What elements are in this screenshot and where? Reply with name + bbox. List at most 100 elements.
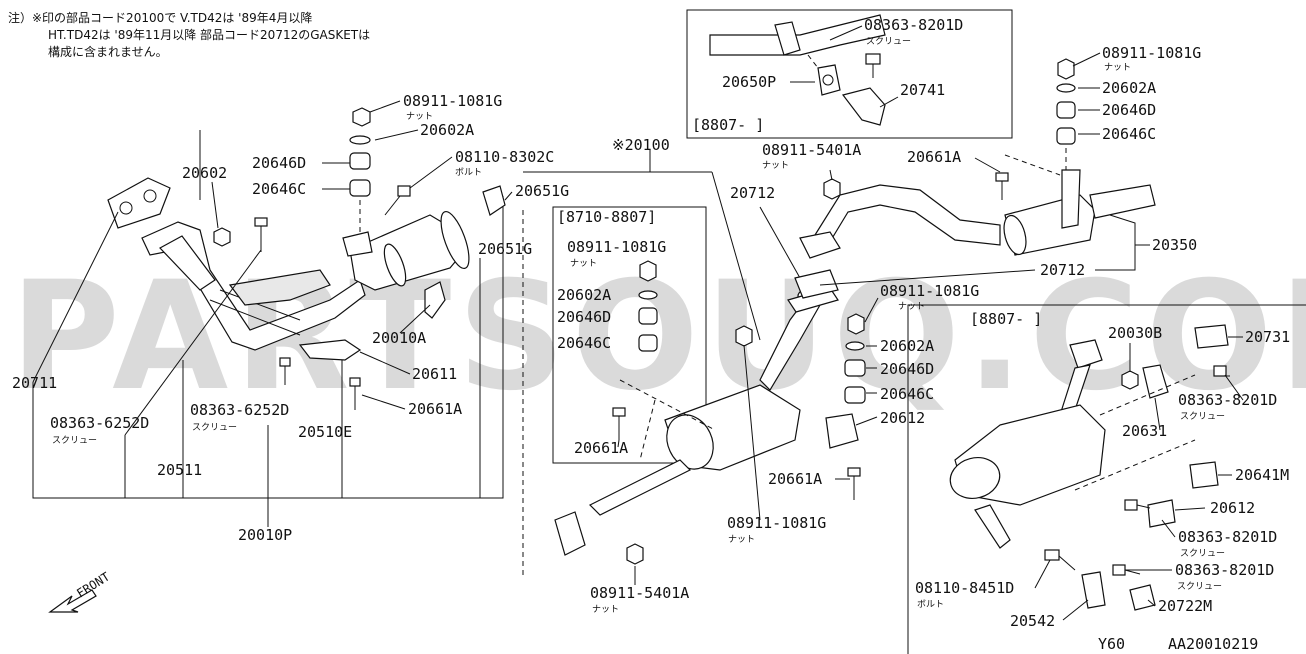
hanger-20641m (1189, 461, 1219, 489)
front-pipe (141, 221, 366, 351)
sub-nut-r: ナット (1104, 62, 1131, 73)
label-20646d-c: 20646D (880, 360, 934, 378)
label-20661a-mid: 20661A (574, 439, 628, 457)
label-20646d-mid: 20646D (557, 308, 611, 326)
labels: 08911-1081G ナット 20602A 20646D 20646C 206… (12, 16, 1290, 653)
sub-screw-r1: スクリュー (1180, 411, 1225, 422)
label-20731: 20731 (1245, 328, 1290, 346)
label-20646d-left: 20646D (252, 154, 306, 172)
inset-top-range: [8807- ] (692, 116, 764, 134)
sub-nut-d: ナット (728, 534, 755, 545)
label-08911-5401a-top: 08911-5401A (762, 141, 861, 159)
label-20631: 20631 (1122, 422, 1167, 440)
label-20602a-top: 20602A (420, 121, 474, 139)
bracket-20612-r (1147, 499, 1176, 528)
stack-mid (612, 260, 658, 440)
sub-screw-r2: スクリュー (1180, 548, 1225, 559)
label-20661a-a: 20661A (408, 400, 462, 418)
label-20010a: 20010A (372, 329, 426, 347)
sub-screw-top: スクリュー (866, 36, 911, 47)
label-20350: 20350 (1152, 236, 1197, 254)
bolt-20661a-left (349, 377, 361, 410)
label-20602a-c: 20602A (880, 337, 934, 355)
sub-screw-b: スクリュー (192, 422, 237, 433)
sub-bolt-r: ボルト (917, 599, 944, 610)
inset-right-pipe (949, 339, 1106, 549)
label-20651g-b: 20651G (478, 240, 532, 258)
label-08911-1081g-d: 08911-1081G (727, 514, 826, 532)
note-line-2: HT.TD42は '89年11月以降 部品コード20712のGASKETは (48, 27, 370, 42)
hanger-20650p (817, 64, 841, 96)
label-20511: 20511 (157, 461, 202, 479)
inset-right-frame (907, 304, 1306, 654)
inset-top-box (686, 9, 1013, 139)
bolt-08110-8451d (1044, 549, 1076, 571)
watermark: PARTSOUQ.COM (10, 250, 1306, 424)
heat-shield (228, 269, 331, 306)
label-20100: ※20100 (612, 136, 670, 154)
nut-20030b (1121, 370, 1139, 390)
label-20651g-a: 20651G (515, 182, 569, 200)
label-08911-1081g-r: 08911-1081G (1102, 44, 1201, 62)
label-20712-a: 20712 (730, 184, 775, 202)
bracket-20741 (841, 87, 886, 126)
bolt-08110-8302c (384, 185, 411, 216)
stack-c (844, 313, 866, 404)
label-20722m: 20722M (1158, 597, 1212, 615)
label-20602: 20602 (182, 164, 227, 182)
gasket-20712 (794, 231, 841, 299)
bracket-20722m (1129, 584, 1156, 611)
label-08911-1081g-mid: 08911-1081G (567, 238, 666, 256)
label-20711: 20711 (12, 374, 57, 392)
label-20661a-r: 20661A (907, 148, 961, 166)
screw-08363-top (865, 53, 881, 78)
label-20661a-c: 20661A (768, 470, 822, 488)
label-08363-8201d-r3: 08363-8201D (1175, 561, 1274, 579)
label-20602a-mid: 20602A (557, 286, 611, 304)
label-20646d-r: 20646D (1102, 101, 1156, 119)
label-08363-8201d-top: 08363-8201D (864, 16, 963, 34)
label-08363-8201d-r2: 08363-8201D (1178, 528, 1277, 546)
screw-08363-b (279, 357, 291, 385)
inset-mid-range: [8710-8807] (557, 208, 656, 226)
bolt-20661a-c (847, 467, 861, 500)
label-08363-6252d-a: 08363-6252D (50, 414, 149, 432)
note-line-1: 注）※印の部品コード20100で V.TD42は '89年4月以降 (8, 10, 312, 25)
stack-left (349, 107, 371, 197)
nut-08911-1081g-d (735, 325, 753, 347)
label-20611: 20611 (412, 365, 457, 383)
label-20641m: 20641M (1235, 466, 1289, 484)
flange-gasket-left (482, 185, 506, 216)
label-20712-b: 20712 (1040, 261, 1085, 279)
screw-08363-r2 (1124, 499, 1151, 511)
label-20650p: 20650P (722, 73, 776, 91)
nut-08911-5401a-top (823, 178, 841, 200)
label-20602a-r: 20602A (1102, 79, 1156, 97)
inset-mid-box (552, 206, 707, 464)
front-arrow-icon (48, 589, 97, 613)
sub-nut-c: ナット (762, 160, 789, 171)
bracket-20611 (342, 231, 373, 257)
label-08110-8302c: 08110-8302C (455, 148, 554, 166)
bracket-20612-mid (825, 413, 859, 449)
label-20612-c: 20612 (880, 409, 925, 427)
sub-screw-r3: スクリュー (1177, 581, 1222, 592)
muffler-mid (554, 384, 801, 556)
label-20030b: 20030B (1108, 324, 1162, 342)
sub-nut-bot: ナット (592, 604, 619, 615)
tail-pipe-20350 (814, 169, 1156, 256)
label-20510e: 20510E (298, 423, 352, 441)
inset-right-range: [8807- ] (970, 310, 1042, 328)
label-08363-8201d-r1: 08363-8201D (1178, 391, 1277, 409)
footer-model: Y60 (1098, 635, 1125, 653)
bracket-20511 (298, 339, 362, 361)
label-20612-r: 20612 (1210, 499, 1255, 517)
label-08911-1081g-c: 08911-1081G (880, 282, 979, 300)
hanger-20542 (1081, 571, 1106, 609)
catalytic-converter (349, 211, 470, 291)
hanger-20631 (1142, 364, 1169, 399)
nut-20602 (213, 227, 231, 247)
bolt-20661a-r (995, 172, 1009, 200)
